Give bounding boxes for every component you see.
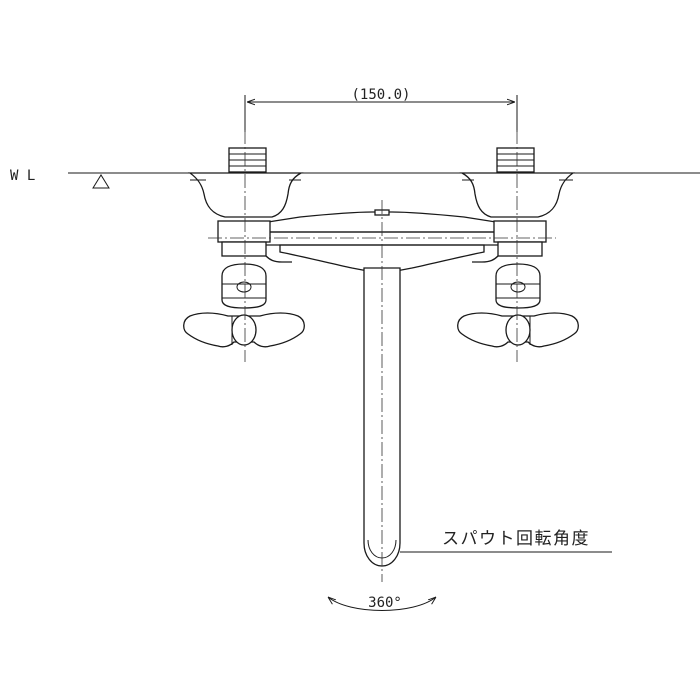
water-level-triangle-icon xyxy=(92,174,110,189)
right-wall-fitting xyxy=(459,147,576,218)
left-handle[interactable] xyxy=(183,263,305,348)
rotation-angle-value: 360° xyxy=(368,595,402,611)
spout-rotation-label: スパウト回転角度 xyxy=(442,529,590,549)
right-handle[interactable] xyxy=(457,263,579,348)
spout-rotation-annotation: スパウト回転角度 xyxy=(400,529,612,553)
left-wall-fitting xyxy=(187,147,304,218)
center-lines xyxy=(208,130,556,582)
dimension-group: (150.0) xyxy=(244,87,518,132)
water-level-group: W L xyxy=(10,168,700,189)
rotation-arc-group: 360° xyxy=(328,595,436,611)
water-level-label: W L xyxy=(10,168,35,184)
dimension-value: (150.0) xyxy=(351,87,410,103)
rotation-arc-icon xyxy=(328,597,436,611)
